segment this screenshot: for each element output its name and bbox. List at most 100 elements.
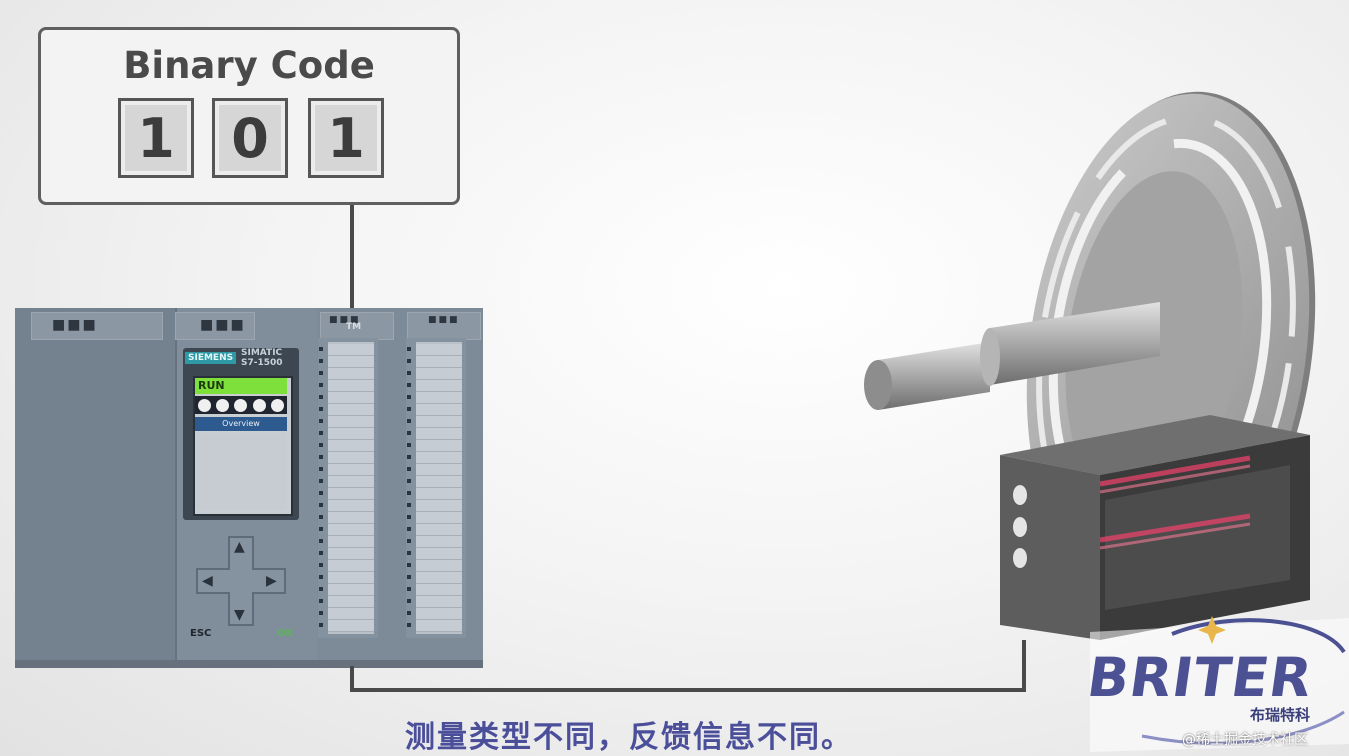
io-channel-slot [416,572,462,584]
display-icon-row [195,396,287,414]
io-channel-slot [328,596,374,608]
io-channel-led [407,539,411,543]
io-channel-led [407,611,411,615]
io-channel-slot [416,584,462,596]
io-channel-led [407,563,411,567]
arrow-right-icon: ▶ [266,573,277,589]
io-channel-led [407,371,411,375]
io-channel-led [407,395,411,399]
io-channel-led [319,527,323,531]
subtitle-caption: 测量类型不同，反馈信息不同。 [405,720,853,755]
io-channel-slot [328,440,374,452]
io-channel-slot [416,548,462,560]
info-icon [197,398,211,412]
io-channel-slot [416,380,462,392]
io-channel-slot [328,476,374,488]
io-channel-slot [328,452,374,464]
binary-code-panel: Binary Code 1 0 1 [38,27,460,205]
io-channel-slot [416,620,462,632]
io-channel-led [407,455,411,459]
model-line: S7-1500 [241,358,283,368]
io-channel-slot [416,416,462,428]
io-channel-led [319,503,323,507]
arrow-down-icon: ▼ [234,607,245,623]
io-channel-slot [328,344,374,356]
io-channel-slot [328,524,374,536]
io-channel-led [319,563,323,567]
io-channel-led [407,599,411,603]
io-channel-slot [328,584,374,596]
io-channel-led [319,479,323,483]
io-channel-led [407,419,411,423]
io-channel-slot [416,560,462,572]
io-channel-led [319,347,323,351]
lock-icon [271,398,285,412]
siemens-brand-label: SIEMENS [185,352,237,364]
watermark-text: @稀土掘金技术社区 [1182,732,1308,748]
io-channel-slot [328,548,374,560]
io-channel-led [319,599,323,603]
io-channel-led [319,587,323,591]
io-channel-slot [328,392,374,404]
logo-wordmark: BRITER [1083,646,1317,709]
io-channel-slot [328,380,374,392]
display-content-area [195,433,287,510]
io-channel-led [319,431,323,435]
tools-icon [234,398,248,412]
io-channel-slot [328,356,374,368]
io-channel-led [319,491,323,495]
run-status-bar: RUN [195,378,287,394]
io-channel-slot [416,392,462,404]
io-channel-slot [416,344,462,356]
io-channel-led [407,359,411,363]
io-channel-led [319,419,323,423]
arrow-left-icon: ◀ [202,573,213,589]
io-channel-led [319,455,323,459]
io-channel-slot [416,608,462,620]
io-channel-slot [328,572,374,584]
io-channel-led [407,515,411,519]
tm-module-label: TM [346,322,362,332]
io-channel-led [319,395,323,399]
io-channel-slot [416,356,462,368]
settings-icon [252,398,266,412]
io-channel-slot [328,536,374,548]
io-module-2 [406,338,466,638]
binary-code-title: Binary Code [123,44,375,87]
io-channel-led [407,575,411,579]
io-channel-slot [416,512,462,524]
io-channel-slot [328,428,374,440]
io-channel-led [319,575,323,579]
overview-menu-item: Overview [195,417,287,431]
simatic-model-label: SIMATIC S7-1500 [241,348,283,368]
io-channel-led [407,383,411,387]
io-channel-slot [416,500,462,512]
io-channel-led [407,467,411,471]
io-channel-led [319,611,323,615]
io-channel-led [319,359,323,363]
io-channel-led [319,407,323,411]
io-channel-led [407,527,411,531]
io-channel-slot [416,488,462,500]
plc-top-cover-1: ■■■ [31,312,163,340]
io-channel-led [319,443,323,447]
plc-mounting-rail [15,660,483,668]
io-channel-led [319,515,323,519]
io-channel-slot [328,464,374,476]
panel-connector-line [350,205,354,312]
io-channel-led [407,347,411,351]
esc-key-label: ESC [190,628,212,639]
io-channel-slot [328,368,374,380]
io-channel-slot [416,404,462,416]
io-channel-led [407,407,411,411]
io-module-1 [318,338,378,638]
io-channel-led [319,467,323,471]
io-channel-led [407,431,411,435]
io-channel-led [407,503,411,507]
io-channel-slot [416,464,462,476]
io-channel-slot [328,416,374,428]
io-channel-led [319,551,323,555]
io-channel-slot [328,620,374,632]
simatic-line: SIMATIC [241,348,283,358]
io-channel-slot [328,404,374,416]
